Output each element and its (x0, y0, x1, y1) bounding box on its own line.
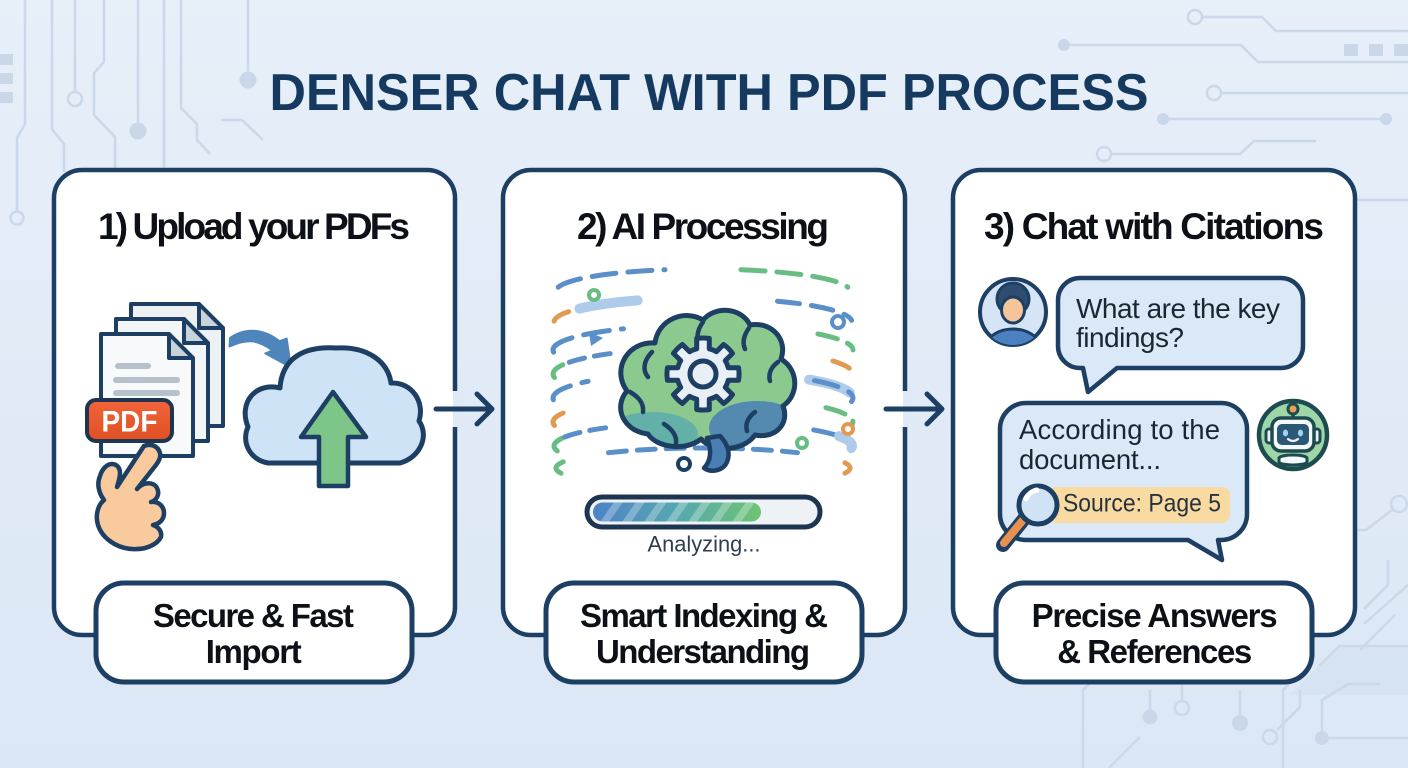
svg-text:Analyzing...: Analyzing... (648, 532, 761, 557)
svg-text:Import: Import (206, 633, 302, 670)
svg-text:Source: Page 5: Source: Page 5 (1063, 490, 1221, 518)
svg-text:& References: & References (1057, 633, 1252, 670)
svg-text:Understanding: Understanding (596, 633, 810, 670)
svg-text:2) AI Processing: 2) AI Processing (577, 206, 829, 247)
svg-text:1) Upload your PDFs: 1) Upload your PDFs (98, 206, 410, 247)
svg-text:According to the: According to the (1019, 414, 1220, 445)
svg-text:DENSER CHAT WITH PDF PROCESS: DENSER CHAT WITH PDF PROCESS (270, 64, 1149, 122)
svg-text:What are the key: What are the key (1076, 293, 1280, 324)
svg-text:PDF: PDF (102, 406, 158, 439)
svg-text:Smart Indexing &: Smart Indexing & (580, 597, 828, 634)
svg-text:document...: document... (1019, 444, 1161, 475)
svg-text:findings?: findings? (1076, 322, 1184, 353)
svg-text:3) Chat with Citations: 3) Chat with Citations (984, 206, 1324, 247)
svg-text:Secure & Fast: Secure & Fast (153, 597, 354, 634)
svg-text:Precise Answers: Precise Answers (1032, 597, 1278, 634)
